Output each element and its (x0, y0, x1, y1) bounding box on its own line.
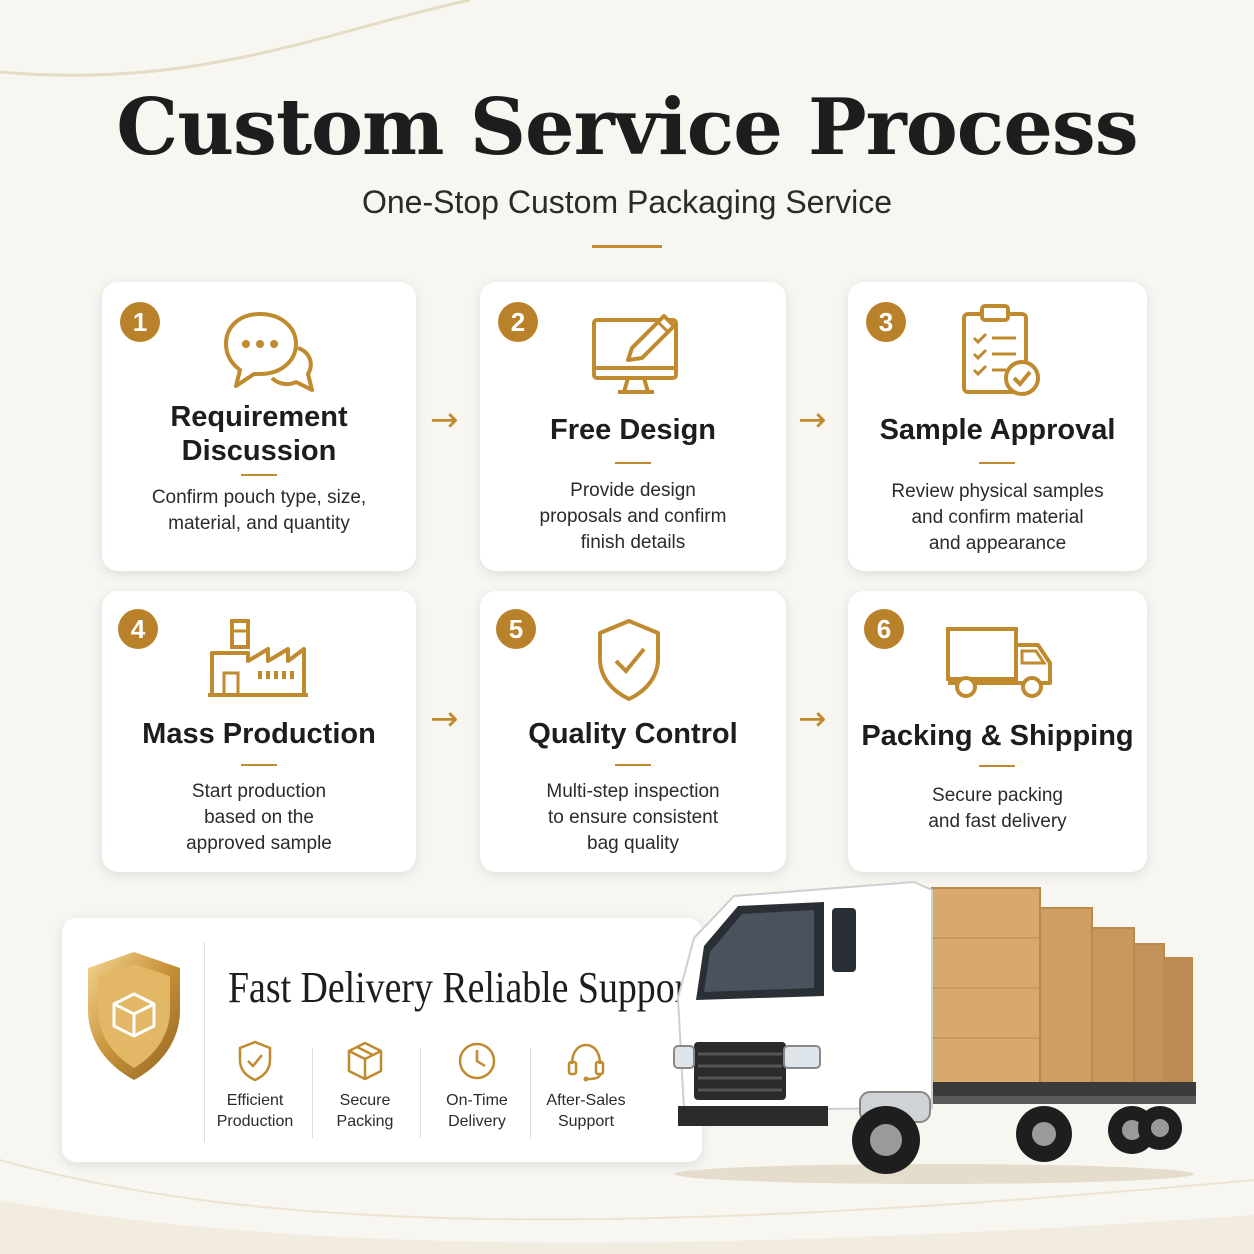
desc-line: to ensure consistent (547, 807, 719, 828)
desc-line: Multi-step inspection (546, 781, 720, 802)
desc-line: Review physical samples (891, 481, 1104, 502)
desc-line: Start production (191, 781, 327, 802)
arrow-right-icon: → (798, 400, 827, 440)
step-description: Multi-step inspection to ensure consiste… (500, 779, 766, 857)
step-card-free-design: 2 Free Design Provide design proposals a… (480, 282, 786, 571)
chat-bubbles-icon (224, 312, 314, 392)
arrow-right-icon: → (430, 699, 459, 739)
step-divider (241, 764, 277, 766)
desc-line: finish details (580, 532, 686, 553)
feature-label-line: Support (557, 1113, 615, 1130)
desc-line: Secure packing (932, 785, 1063, 806)
feature-separator (420, 1048, 421, 1138)
step-number-badge: 2 (498, 302, 538, 342)
feature-label-line: On-Time (446, 1092, 508, 1109)
step-description: Confirm pouch type, size, material, and … (122, 485, 396, 537)
feature-separator (530, 1048, 531, 1138)
title-divider (592, 245, 662, 248)
clock-icon (458, 1042, 496, 1080)
feature-label-line: After-Sales (546, 1092, 626, 1109)
step-title: Sample Approval (879, 414, 1116, 446)
desc-line: Provide design (570, 480, 696, 501)
banner-divider (204, 942, 205, 1142)
step-title-line: Requirement (170, 401, 348, 433)
feature-label-line: Production (216, 1113, 294, 1130)
step-title-line: Discussion (181, 435, 337, 467)
desc-line: Confirm pouch type, size, (151, 487, 367, 508)
clipboard-check-icon (962, 304, 1040, 396)
delivery-truck-illustration (673, 880, 1196, 1184)
truck-wheels (852, 1106, 1182, 1174)
arrow-right-icon: → (430, 400, 459, 440)
feature-separator (312, 1048, 313, 1138)
page-title: Custom Service Process (116, 82, 1138, 173)
step-description: Review physical samples and confirm mate… (868, 479, 1127, 557)
desc-line: and appearance (928, 533, 1067, 554)
step-title: Quality Control (528, 718, 738, 750)
step-title: Requirement Discussion (102, 400, 416, 468)
feature-label-line: Secure (339, 1092, 391, 1109)
step-divider (979, 462, 1015, 464)
desc-line: based on the (204, 807, 314, 828)
banner-title: Fast Delivery Reliable Support (228, 963, 698, 1012)
step-card-quality-control: 5 Quality Control Multi-step inspection … (480, 591, 786, 872)
arrow-right-icon: → (798, 699, 827, 739)
step-number-badge: 5 (496, 609, 536, 649)
delivery-truck-icon (946, 627, 1052, 698)
step-title: Packing & Shipping (861, 720, 1134, 752)
step-divider (979, 765, 1015, 767)
shield-check-icon (598, 619, 660, 701)
step-card-packing-shipping: 6 Packing & Shipping Secure packing and … (848, 591, 1147, 872)
box-icon (347, 1041, 383, 1081)
step-number-badge: 6 (864, 609, 904, 649)
shield-check-icon (238, 1040, 272, 1082)
step-divider (615, 462, 651, 464)
step-card-sample-approval: 3 Sample Approval Review physical sample… (848, 282, 1147, 571)
step-card-mass-production: 4 Mass Production Start production based… (102, 591, 416, 872)
step-description: Secure packing and fast delivery (868, 783, 1127, 835)
desc-line: proposals and confirm (539, 506, 727, 527)
desc-line: approved sample (186, 833, 332, 854)
desc-line: and confirm material (911, 507, 1084, 528)
monitor-pencil-icon (592, 314, 678, 394)
desc-line: material, and quantity (168, 513, 350, 534)
page-subtitle: One-Stop Custom Packaging Service (361, 184, 893, 220)
desc-line: bag quality (587, 833, 679, 854)
step-title: Free Design (550, 414, 716, 446)
step-number-badge: 1 (120, 302, 160, 342)
factory-icon (208, 619, 308, 697)
feature-label-line: Delivery (448, 1113, 506, 1130)
headset-icon (567, 1043, 605, 1082)
gold-shield-box-icon (88, 952, 180, 1080)
step-number-badge: 3 (866, 302, 906, 342)
step-description: Start production based on the approved s… (122, 779, 396, 857)
step-title: Mass Production (142, 718, 376, 750)
step-divider (615, 764, 651, 766)
feature-label-line: Packing (336, 1113, 394, 1130)
step-description: Provide design proposals and confirm fin… (500, 478, 766, 556)
step-number-badge: 4 (118, 609, 158, 649)
desc-line: and fast delivery (928, 811, 1067, 832)
feature-label-line: Efficient (226, 1092, 284, 1109)
step-divider (241, 474, 277, 476)
step-card-requirement-discussion: 1 Requirement Discussion Confirm pouch t… (102, 282, 416, 571)
cargo-boxes (931, 887, 1193, 1085)
